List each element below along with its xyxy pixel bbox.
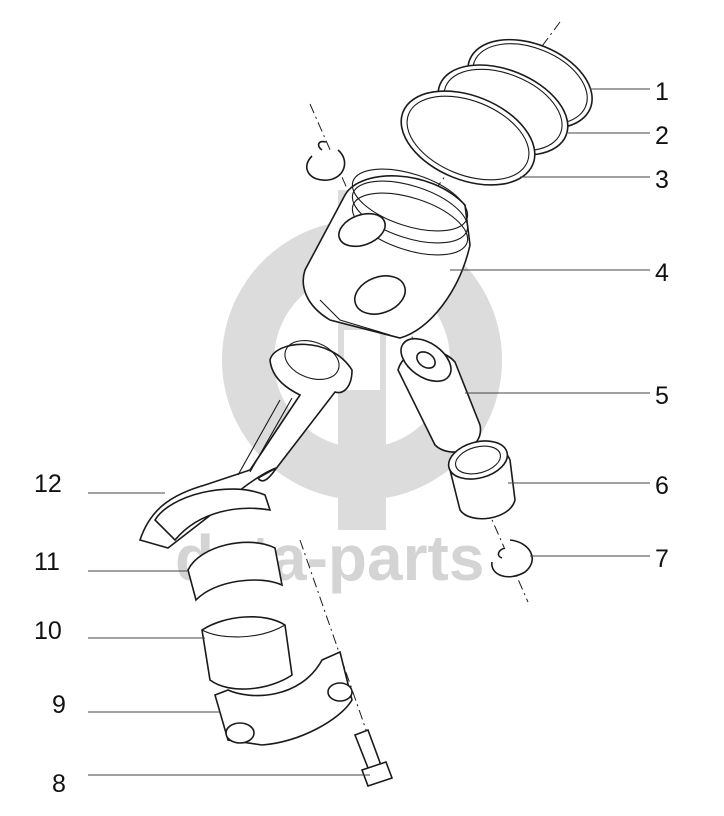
callout-11: 11 — [34, 548, 60, 576]
callout-5: 5 — [655, 382, 669, 410]
callout-9: 9 — [52, 691, 66, 719]
piston-ring-3 — [400, 90, 536, 186]
callout-10: 10 — [34, 617, 62, 645]
callout-6: 6 — [655, 472, 669, 500]
connecting-rod-bolt — [353, 728, 394, 788]
callout-1: 1 — [655, 78, 669, 106]
bearing-shell-lower — [201, 616, 293, 690]
bearing-shell-upper — [187, 541, 284, 602]
callout-4: 4 — [655, 259, 669, 287]
bearing-cap — [214, 650, 353, 746]
callout-8: 8 — [52, 770, 66, 798]
circlip-upper — [306, 140, 346, 181]
connecting-rod — [138, 340, 353, 549]
piston — [302, 168, 471, 339]
callout-12: 12 — [34, 470, 62, 498]
callout-2: 2 — [655, 122, 669, 150]
circlip-lower — [491, 539, 533, 578]
callout-7: 7 — [655, 545, 669, 573]
piston-pin — [397, 337, 482, 453]
leader-lines — [88, 88, 650, 776]
piston-axis — [419, 21, 561, 211]
callout-3: 3 — [655, 166, 669, 194]
small-end-bush — [447, 440, 516, 520]
